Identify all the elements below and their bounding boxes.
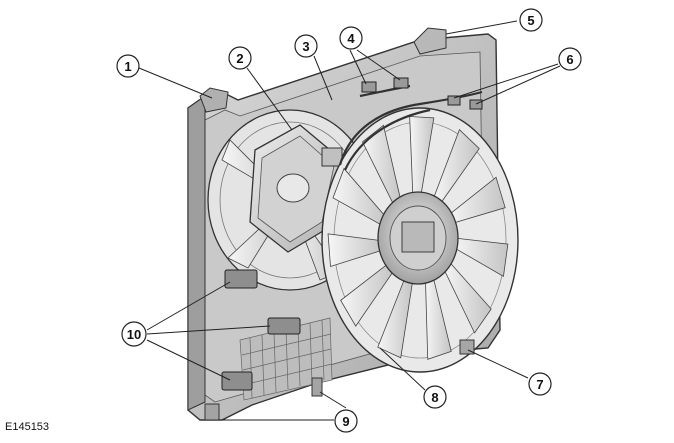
callout-7-label: 7 (536, 377, 543, 392)
callout-10-label: 10 (127, 327, 141, 342)
callout-4: 4 (339, 26, 363, 50)
callout-9: 9 (334, 409, 358, 433)
fan-blade (452, 237, 509, 278)
fan-blade (362, 124, 402, 207)
fan-blade (377, 276, 414, 359)
callout-1: 1 (116, 54, 140, 78)
lower-right-mount (459, 339, 475, 355)
callout-4-label: 4 (347, 31, 355, 46)
leader-lines (138, 20, 561, 421)
wiring-clips (361, 77, 483, 110)
fan-blade (425, 275, 452, 360)
callout-1-label: 1 (124, 59, 131, 74)
figure-id: E145153 (5, 421, 50, 433)
fan-blade (327, 233, 384, 268)
fan-blade (432, 128, 480, 206)
callout-6: 6 (558, 47, 582, 71)
callout-3-label: 3 (302, 39, 309, 54)
lower-vent-grid (239, 317, 333, 401)
callout-7: 7 (528, 372, 552, 396)
callout-9-label: 9 (342, 414, 349, 429)
callout-3: 3 (294, 34, 318, 58)
callout-5-label: 5 (527, 13, 534, 28)
fan-blade (447, 176, 506, 225)
rubber-mounts (221, 269, 301, 391)
callout-10: 10 (121, 321, 147, 347)
callout-6-label: 6 (566, 52, 573, 67)
callout-2: 2 (228, 46, 252, 70)
callout-2-label: 2 (236, 51, 243, 66)
right-fan (321, 107, 519, 373)
fan-blade (442, 260, 492, 334)
callout-5: 5 (519, 8, 543, 32)
fan-blade (332, 167, 387, 227)
fan-blade (340, 262, 395, 327)
callout-8: 8 (423, 385, 447, 409)
left-motor-housing (249, 124, 343, 253)
callout-8-label: 8 (431, 390, 438, 405)
